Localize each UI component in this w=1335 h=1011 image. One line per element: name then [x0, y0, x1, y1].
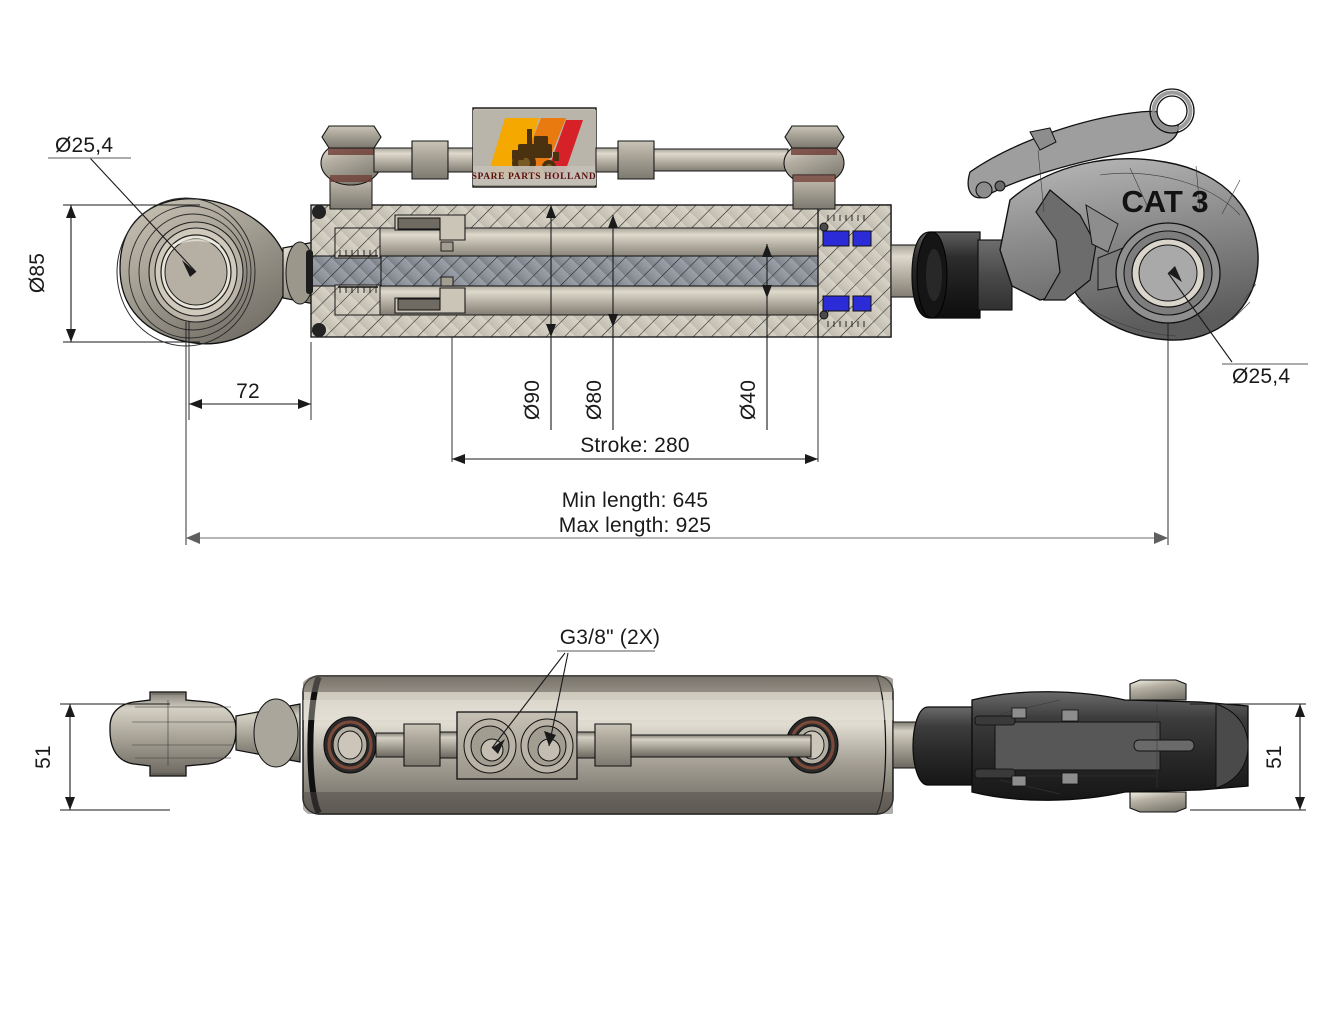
lower-left-eye: [109, 691, 301, 777]
dim-rod-dia: Ø40: [737, 244, 772, 430]
brand-logo: [473, 110, 596, 185]
dim-eye-width-left: 51: [32, 703, 170, 811]
dim-stroke: Stroke: 280: [451, 337, 819, 464]
cat-class-label: CAT 3: [1121, 184, 1208, 219]
piston-seal-pack: [394, 214, 466, 314]
port-hole-2: [520, 718, 574, 774]
dim-label-stroke: Stroke: 280: [580, 434, 690, 457]
hydraulic-fittings-top: SPARE PARTS HOLLAND: [320, 107, 845, 210]
dim-label-eye-outer-dia: Ø85: [26, 253, 49, 293]
dim-hook-width-right: 51: [1190, 703, 1306, 811]
dim-bore-eye-left: Ø25,4: [48, 134, 197, 277]
dim-bore-dia: Ø80: [583, 215, 618, 430]
dim-label-bore-hook-right: Ø25,4: [1232, 365, 1290, 388]
dim-label-bore-eye-left: Ø25,4: [55, 134, 113, 157]
lower-right-hook: [892, 679, 1249, 813]
dim-label-min-length: Min length: 645: [562, 489, 709, 512]
dim-label-eye-width-left: 51: [32, 745, 55, 769]
dim-label-hook-width-right: 51: [1263, 745, 1286, 769]
upper-view-dimensions: Ø25,4 Ø85 72: [26, 134, 1308, 545]
dim-eye-offset: 72: [188, 322, 312, 420]
lower-view-dimensions: 51 G3/8" (2X) 51: [32, 626, 1306, 811]
dim-label-eye-offset: 72: [236, 380, 260, 403]
dim-port-callout: G3/8" (2X): [491, 626, 661, 754]
lower-port-left: [323, 716, 377, 774]
upper-section-view: SPARE PARTS HOLLAND: [26, 88, 1308, 545]
dim-label-tube-outer-dia: Ø90: [521, 380, 544, 420]
dim-bore-hook-right: Ø25,4: [1167, 266, 1308, 388]
lower-plan-view: 51 G3/8" (2X) 51: [32, 626, 1306, 815]
dim-label-port-callout: G3/8" (2X): [560, 626, 661, 649]
dim-label-max-length: Max length: 925: [559, 514, 711, 537]
dim-label-rod-dia: Ø40: [737, 380, 760, 420]
rod-gland-right: [817, 204, 892, 338]
dim-overall-length: Min length: 645 Max length: 925: [185, 322, 1169, 545]
dim-label-bore-dia: Ø80: [583, 380, 606, 420]
lower-barrel: [302, 675, 894, 815]
cylinder-body-section: [306, 204, 901, 338]
brand-plate-text: SPARE PARTS HOLLAND: [472, 172, 597, 182]
dim-eye-outer-dia: Ø85: [26, 204, 200, 343]
dim-tube-outer-dia: Ø90: [521, 205, 556, 430]
